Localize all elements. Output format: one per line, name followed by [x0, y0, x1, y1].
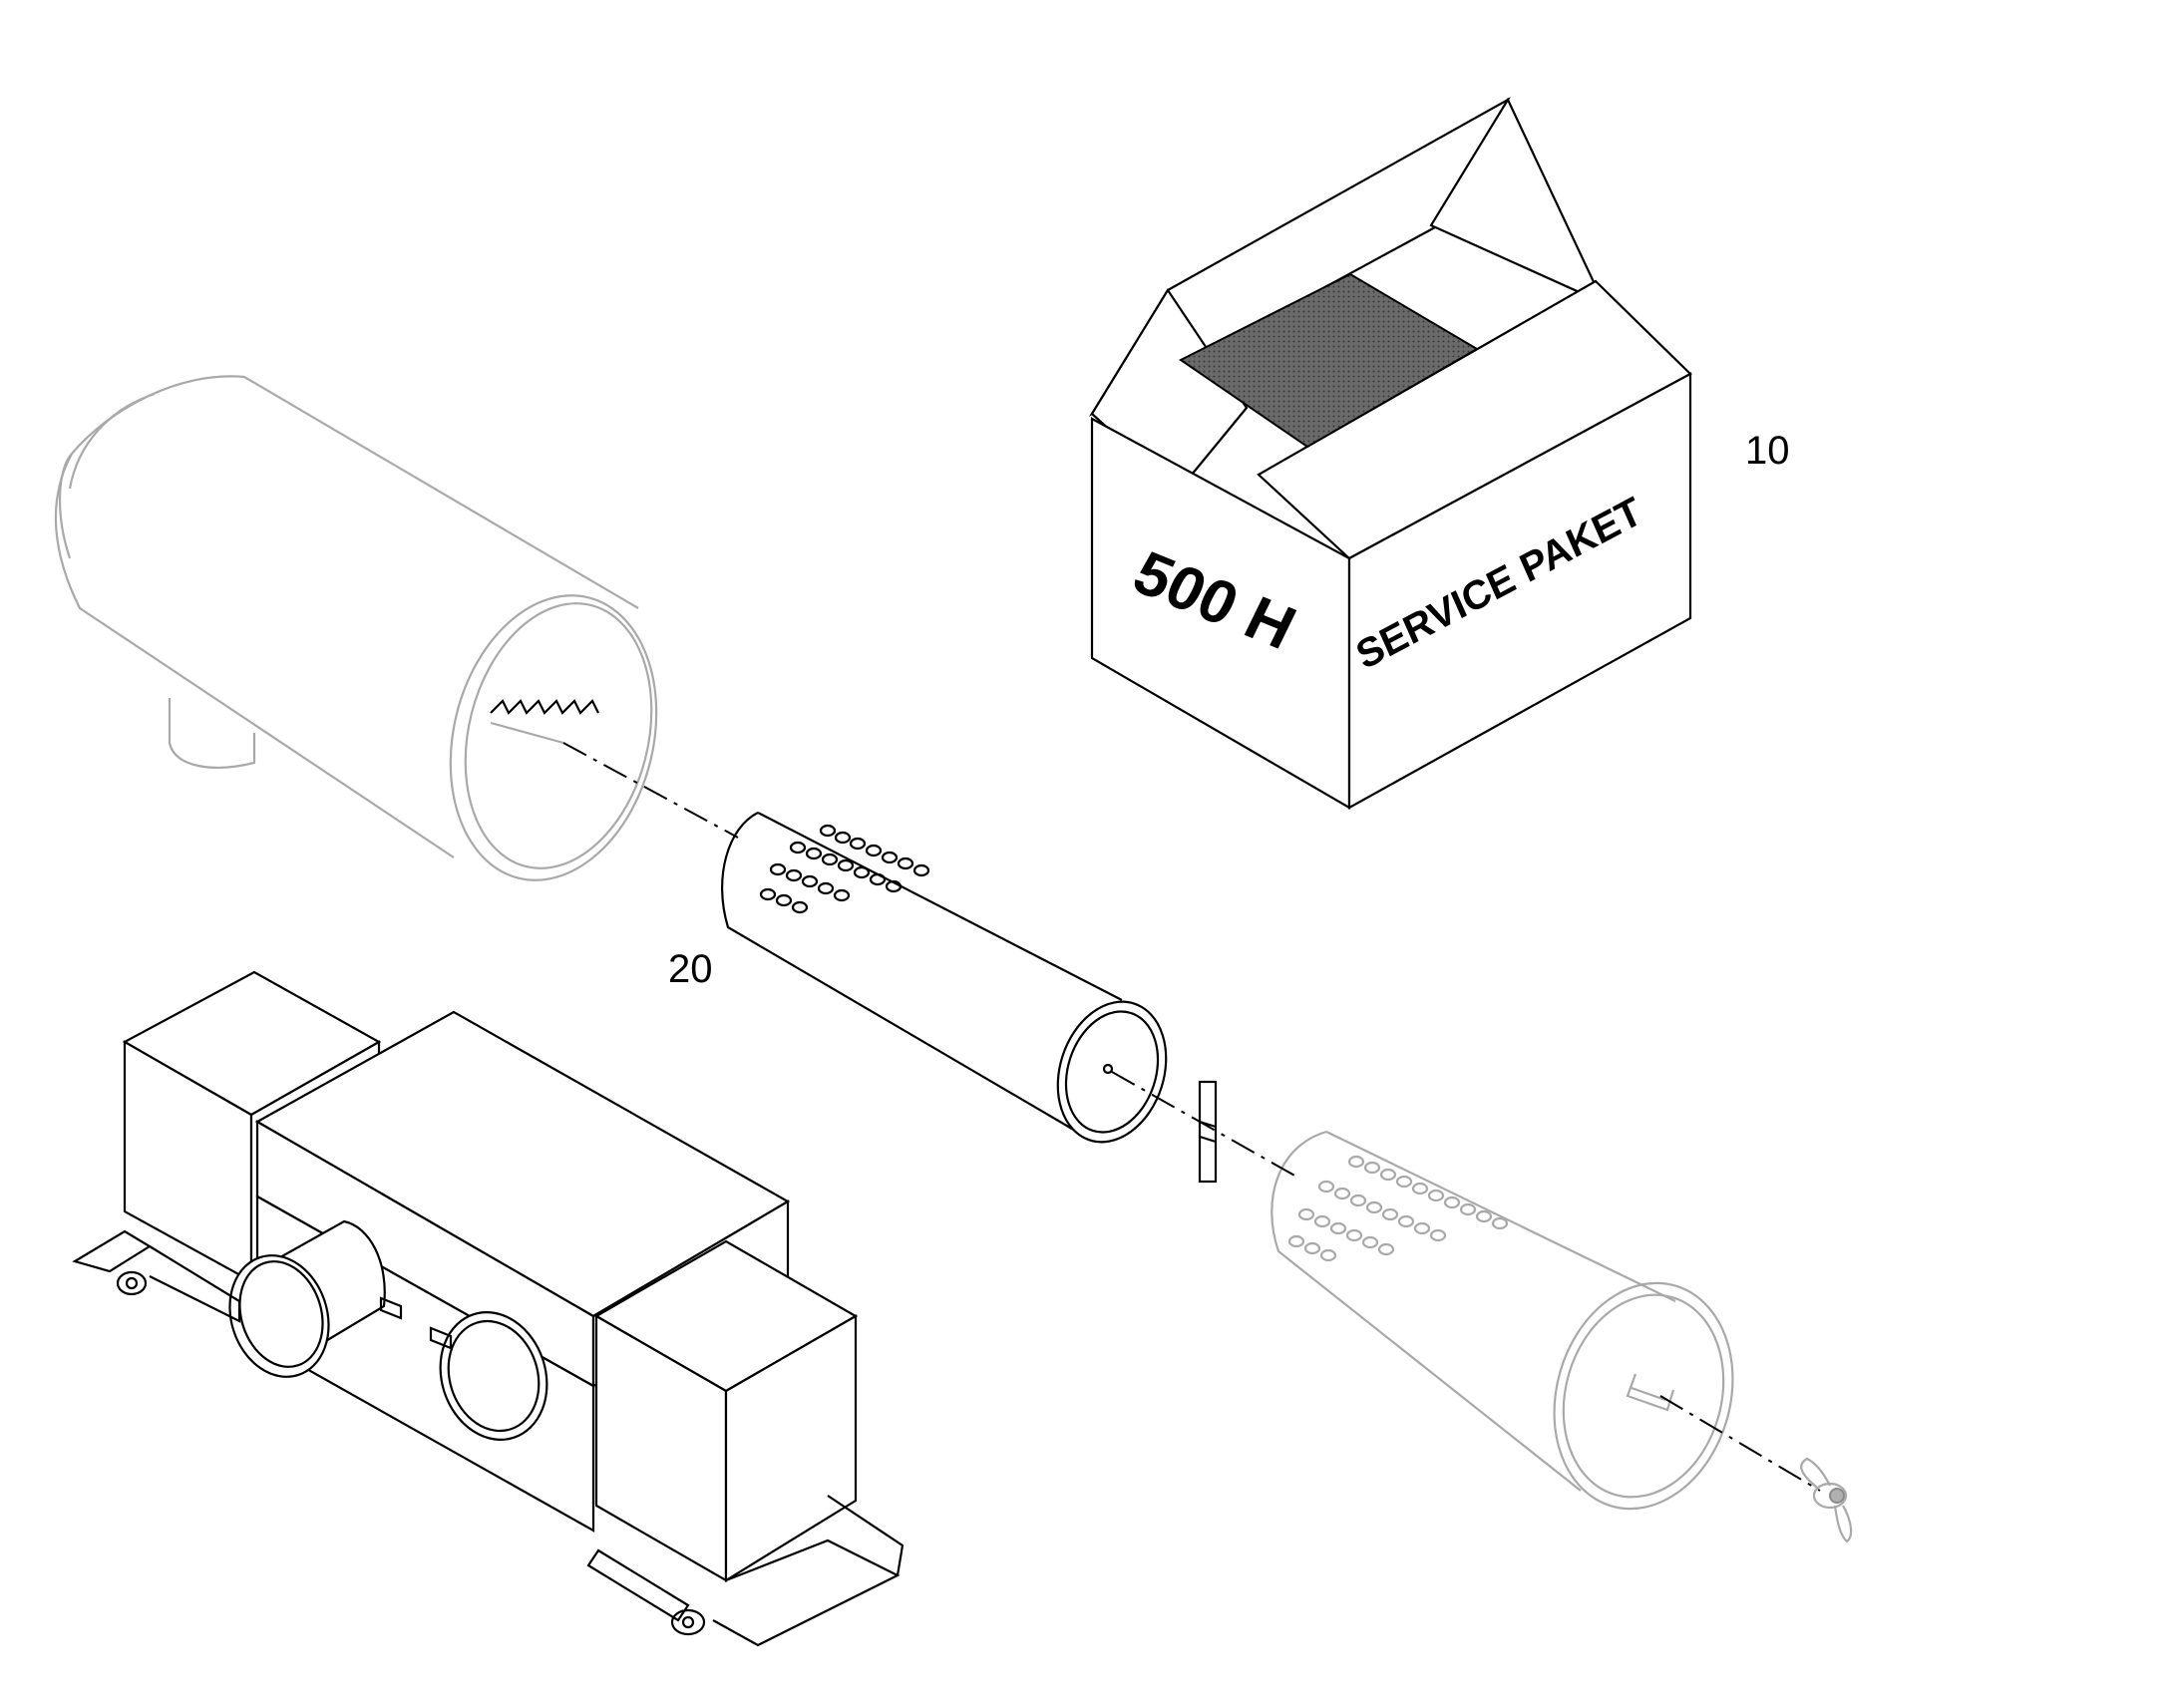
callout-20: 20	[668, 947, 713, 991]
service-box: 500 H SERVICE PAKET	[1088, 97, 1692, 810]
air-filter-housing	[54, 375, 658, 881]
filter-housing-base	[72, 970, 905, 1647]
housing-spring	[490, 699, 599, 745]
box-opening	[1179, 272, 1479, 449]
filter-element	[721, 812, 1168, 1144]
callout-10: 10	[1745, 429, 1790, 473]
safety-filter-perforations	[1287, 1155, 1509, 1262]
assembly-axis	[562, 742, 1821, 1492]
safety-filter-element	[1271, 1130, 1734, 1511]
wing-nut	[1800, 1457, 1853, 1543]
retaining-clip	[1198, 1080, 1218, 1184]
filter-perforations	[759, 824, 930, 914]
